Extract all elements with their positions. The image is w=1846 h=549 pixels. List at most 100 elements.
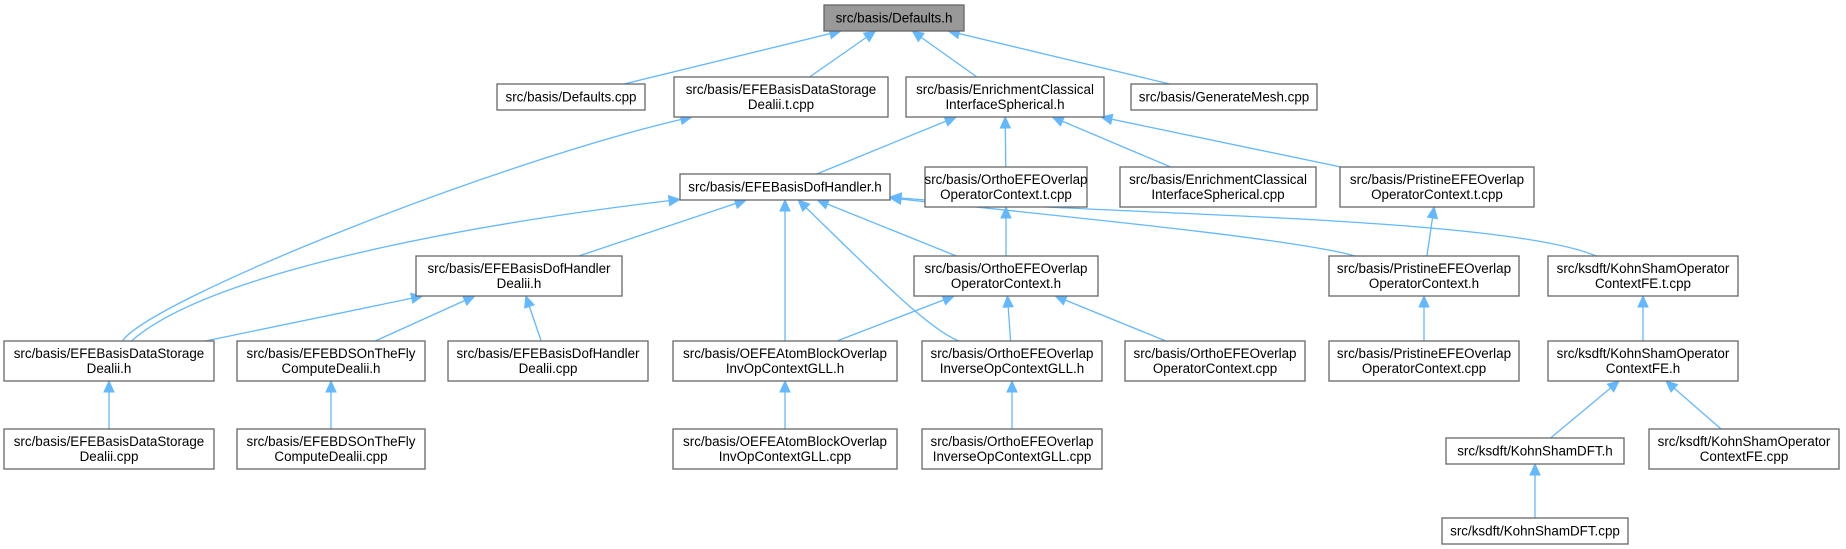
node-ortho-inv-cpp[interactable]: src/basis/OrthoEFEOverlapInverseOpContex…	[921, 428, 1103, 470]
node-label: OperatorContext.h	[1369, 276, 1479, 291]
node-defaults-h[interactable]: src/basis/Defaults.h	[823, 4, 965, 32]
edge-ortho_inv_h-to-dofhandler_h	[797, 199, 960, 342]
node-box	[3, 428, 215, 470]
edge-efe_ds_h-to-efe_ds_t_cpp	[121, 116, 692, 342]
edge-arrowhead	[1006, 379, 1018, 393]
node-box	[1130, 83, 1318, 111]
node-label: src/basis/PristineEFEOverlap	[1337, 346, 1511, 361]
edge-arrowhead	[862, 30, 877, 43]
node-genmesh-cpp[interactable]: src/basis/GenerateMesh.cpp	[1130, 83, 1318, 111]
node-label: Dealii.cpp	[80, 449, 139, 464]
node-defaults-cpp[interactable]: src/basis/Defaults.cpp	[496, 83, 646, 111]
edge-efebds_h-to-dofhandler_dealii_h	[374, 295, 476, 342]
node-box	[924, 166, 1088, 208]
edge-arrowhead	[1665, 380, 1679, 393]
node-label: src/ksdft/KohnShamOperator	[1658, 434, 1831, 449]
node-label: src/ksdft/KohnShamDFT.cpp	[1450, 524, 1620, 539]
node-box	[447, 340, 649, 382]
node-label: src/basis/EFEBasisDataStorage	[14, 434, 205, 449]
node-box	[1445, 437, 1625, 465]
node-dofhandler-h[interactable]: src/basis/EFEBasisDofHandler.h	[679, 173, 891, 201]
node-label: InverseOpContextGLL.cpp	[933, 449, 1092, 464]
node-label: src/ksdft/KohnShamOperator	[1557, 261, 1730, 276]
edge-efe_ds_h-to-dofhandler_h	[131, 198, 681, 342]
node-efe-ds-t-cpp[interactable]: src/basis/EFEBasisDataStorageDealii.t.cp…	[673, 76, 889, 118]
edge-genmesh_cpp-to-defaults_h	[948, 30, 1170, 85]
node-label: src/basis/EFEBasisDofHandler.h	[688, 180, 882, 195]
edge-enrich_cpp-to-enrich_h	[1052, 116, 1171, 168]
edge-enrich_h-to-defaults_h	[911, 30, 978, 78]
node-ortho-ctx-t-cpp[interactable]: src/basis/OrthoEFEOverlapOperatorContext…	[924, 166, 1088, 208]
node-label: InvOpContextGLL.h	[726, 361, 844, 376]
edge-arrowhead	[103, 379, 115, 393]
node-pristine-ctx-t-cpp[interactable]: src/basis/PristineEFEOverlapOperatorCont…	[1339, 166, 1535, 208]
node-label: src/basis/EFEBasisDataStorage	[686, 82, 877, 97]
node-label: OperatorContext.h	[951, 276, 1061, 291]
node-label: Dealii.h	[497, 276, 542, 291]
node-pristine-ctx-cpp[interactable]: src/basis/PristineEFEOverlapOperatorCont…	[1328, 340, 1520, 382]
edge-arrowhead	[1051, 116, 1066, 127]
node-label: InterfaceSpherical.cpp	[1151, 187, 1284, 202]
node-box	[236, 340, 426, 382]
edge-efe_ds_h-to-dofhandler_dealii_h	[205, 295, 423, 342]
node-ortho-ctx-cpp[interactable]: src/basis/OrthoEFEOverlapOperatorContext…	[1124, 340, 1306, 382]
node-label: ContextFE.h	[1606, 361, 1680, 376]
edge-defaults_cpp-to-defaults_h	[623, 30, 842, 85]
node-box	[1328, 255, 1520, 297]
edge-arrowhead	[461, 295, 476, 307]
edge-arrowhead	[941, 294, 956, 306]
node-label: src/basis/Defaults.cpp	[506, 90, 637, 105]
edge-arrowhead	[911, 30, 925, 43]
edge-ks_ctxfe_cpp-to-ks_ctxfe_h	[1665, 380, 1722, 430]
node-ortho-inv-h[interactable]: src/basis/OrthoEFEOverlapInverseOpContex…	[921, 340, 1103, 382]
edge-arrowhead	[779, 198, 791, 212]
node-box	[673, 76, 889, 118]
node-ortho-ctx-h[interactable]: src/basis/OrthoEFEOverlapOperatorContext…	[913, 255, 1099, 297]
node-label: src/basis/EFEBasisDataStorage	[14, 346, 205, 361]
node-ksdft-h[interactable]: src/ksdft/KohnShamDFT.h	[1445, 437, 1625, 465]
edge-arrowhead	[816, 198, 831, 210]
node-box	[672, 428, 898, 470]
node-box	[672, 340, 898, 382]
edge-arrowhead	[1002, 294, 1014, 308]
edge-ortho_ctx_h-to-dofhandler_h	[817, 199, 957, 257]
node-label: src/basis/PristineEFEOverlap	[1337, 261, 1511, 276]
node-box	[905, 76, 1105, 118]
node-label: ComputeDealii.h	[282, 361, 381, 376]
node-label: InterfaceSpherical.h	[945, 97, 1064, 112]
edge-arrowhead	[1529, 462, 1541, 476]
edge-dofhandler_dealii_h-to-dofhandler_h	[578, 199, 747, 257]
node-pristine-ctx-h[interactable]: src/basis/PristineEFEOverlapOperatorCont…	[1328, 255, 1520, 297]
edge-arrowhead	[1418, 294, 1430, 308]
node-label: InvOpContextGLL.cpp	[719, 449, 852, 464]
node-label: src/ksdft/KohnShamDFT.h	[1457, 444, 1613, 459]
edge-ortho_ctx_cpp-to-ortho_ctx_h	[1054, 295, 1167, 342]
edge-arrowhead	[1000, 205, 1012, 219]
node-oefe-inv-cpp[interactable]: src/basis/OEFEAtomBlockOverlapInvOpConte…	[672, 428, 898, 470]
node-box	[415, 255, 623, 297]
edge-efe_ds_t_cpp-to-defaults_h	[809, 30, 876, 78]
node-oefe-inv-h[interactable]: src/basis/OEFEAtomBlockOverlapInvOpConte…	[672, 340, 898, 382]
node-label: OperatorContext.cpp	[1362, 361, 1486, 376]
node-box	[496, 83, 646, 111]
node-label: src/basis/OrthoEFEOverlap	[1134, 346, 1297, 361]
node-enrich-h[interactable]: src/basis/EnrichmentClassicalInterfaceSp…	[905, 76, 1105, 118]
node-label: src/basis/GenerateMesh.cpp	[1139, 90, 1309, 105]
node-box	[1547, 340, 1739, 382]
node-enrich-cpp[interactable]: src/basis/EnrichmentClassicalInterfaceSp…	[1119, 166, 1317, 208]
node-box	[1339, 166, 1535, 208]
node-ks-ctxfe-t-cpp[interactable]: src/ksdft/KohnShamOperatorContextFE.t.cp…	[1547, 255, 1739, 297]
node-label: src/basis/Defaults.h	[836, 11, 953, 26]
node-label: src/basis/EnrichmentClassical	[916, 82, 1094, 97]
node-efebds-cpp[interactable]: src/basis/EFEBDSOnTheFlyComputeDealii.cp…	[236, 428, 426, 470]
node-label: OperatorContext.cpp	[1153, 361, 1277, 376]
node-ksdft-cpp[interactable]: src/ksdft/KohnShamDFT.cpp	[1441, 517, 1629, 545]
